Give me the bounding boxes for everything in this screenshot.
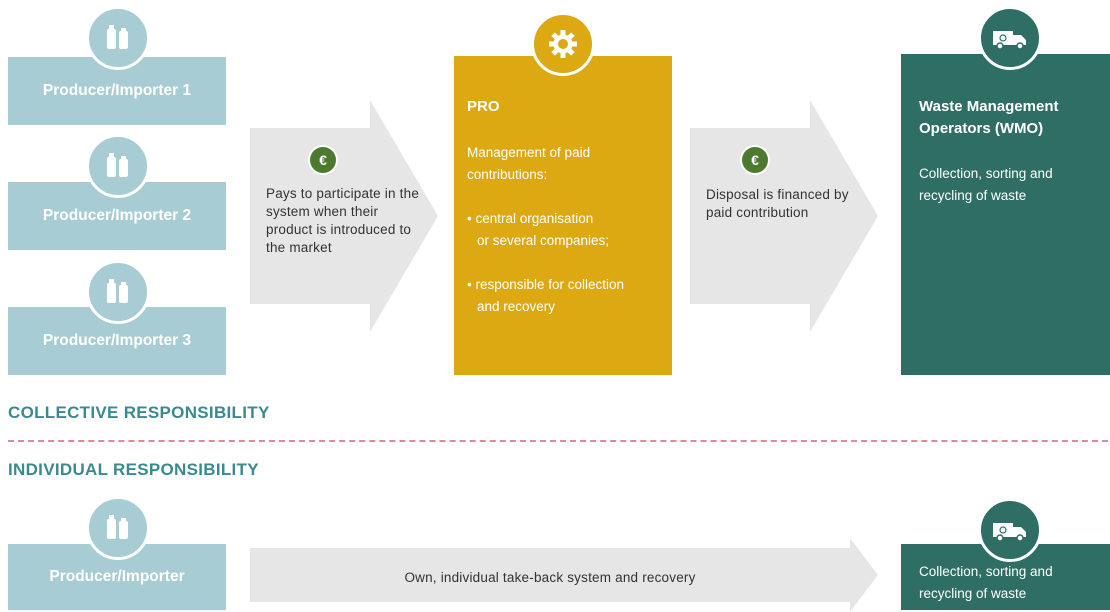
product-bottles-icon: [86, 496, 150, 560]
individual-wmo-text: Collection, sorting and recycling of was…: [919, 564, 1053, 601]
collective-heading: COLLECTIVE RESPONSIBILITY: [8, 403, 270, 422]
pro-box: PRO Management of paid contributions: • …: [454, 56, 672, 375]
payment-arrow-2: [690, 100, 878, 332]
takeback-arrow: [250, 538, 878, 612]
euro-icon: €: [310, 147, 336, 173]
section-divider: [8, 440, 1108, 442]
wmo-box: Waste Management Operators (WMO) Collect…: [901, 54, 1110, 375]
truck-icon: [978, 6, 1042, 70]
individual-heading: INDIVIDUAL RESPONSIBILITY: [8, 460, 259, 479]
producer-label-1: Producer/Importer 1: [42, 82, 192, 99]
product-bottles-icon: [86, 134, 150, 198]
euro-icon: €: [742, 147, 768, 173]
arrow1-text: Pays to participate in the system when t…: [266, 186, 420, 255]
pro-bullet-1: • central organisation: [467, 211, 594, 226]
individual-wmo-box: Collection, sorting and recycling of was…: [901, 544, 1110, 610]
pro-subtitle: Management of paid contributions:: [467, 145, 591, 182]
individual-producer-label: Producer/Importer: [49, 568, 185, 585]
producer-label-2: Producer/Importer 2: [42, 207, 192, 224]
pro-title: PRO: [467, 98, 500, 115]
product-bottles-icon: [86, 6, 150, 70]
pro-bullet-2-cont: and recovery: [477, 299, 556, 314]
payment-arrow-1: [250, 100, 438, 332]
wmo-title: Waste Management Operators (WMO): [919, 98, 1059, 137]
pro-bullet-1-cont: or several companies;: [477, 233, 610, 248]
truck-icon: [978, 498, 1042, 562]
product-bottles-icon: [86, 260, 150, 324]
producer-box-3: Producer/Importer 3: [8, 307, 226, 375]
pro-bullet-2: • responsible for collection: [467, 277, 625, 292]
arrow2-text: Disposal is financed by paid contributio…: [706, 187, 849, 220]
wmo-text: Collection, sorting and recycling of was…: [919, 166, 1053, 203]
gear-icon: [531, 12, 595, 76]
takeback-text: Own, individual take-back system and rec…: [404, 570, 696, 585]
producer-label-3: Producer/Importer 3: [42, 332, 192, 349]
